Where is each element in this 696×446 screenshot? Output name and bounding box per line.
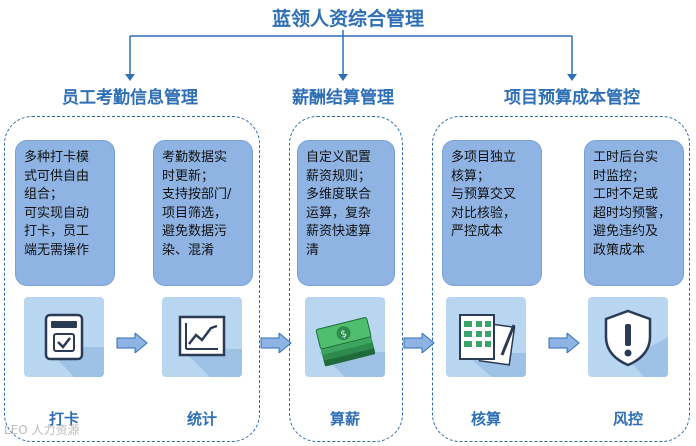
card-statistics: 考勤数据实 时更新； 支持按部门/ 项目筛选， 避免数据污 染、混淆 [153,140,253,286]
tree-connectors [125,30,577,81]
label-payroll: 算薪 [329,410,360,428]
arrow-right-icon [403,333,435,353]
card-clock-in: 多种打卡模 式可供自由 组合； 可实现自动 打卡，员工 端无需操作 [15,140,115,286]
shield-alert-icon [588,297,668,377]
label-accounting: 核算 [470,410,501,428]
card-accounting: 多项目独立 核算； 与预算交叉 对比核验， 严控成本 [442,140,542,286]
section-title-attendance: 员工考勤信息管理 [62,88,198,108]
line-chart-icon [162,297,242,377]
group-payroll [289,116,403,442]
section-title-payroll: 薪酬结算管理 [292,88,394,108]
label-clock-in: 打卡 [48,410,79,428]
diagram-title: 蓝领人资综合管理 [271,8,424,30]
arrow-right-icon [260,333,292,353]
money-stack-icon: $ [305,297,385,377]
card-payroll: 自定义配置 薪资规则； 多维度联合 运算，复杂 薪资快速算 清 [297,140,395,286]
label-statistics: 统计 [186,410,217,428]
clipboard-check-icon [24,297,104,377]
arrow-right-icon [116,333,148,353]
spreadsheet-icon [446,297,526,377]
svg-text:$: $ [339,329,348,341]
label-risk-control: 风控 [612,410,643,428]
group-budget [432,116,690,442]
section-title-budget: 项目预算成本管控 [504,88,640,108]
group-attendance [4,116,260,442]
card-risk-control: 工时后台实 时监控； 工时不足或 超时均预警， 避免违约及 政策成本 [584,140,684,286]
watermark: LEO 人力资源 [4,423,80,437]
arrow-right-icon [548,333,580,353]
